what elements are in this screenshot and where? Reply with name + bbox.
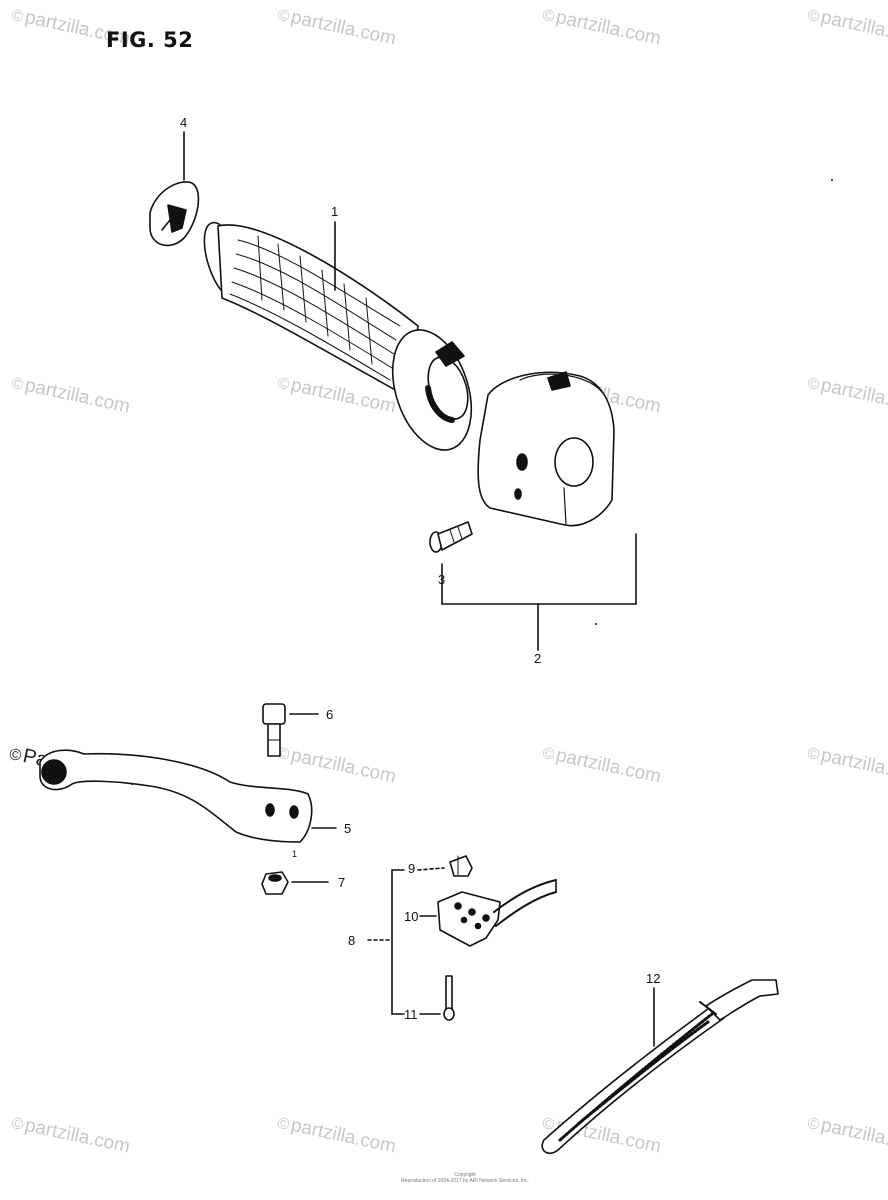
- callout-12: 12: [646, 971, 661, 986]
- callout-3: 3: [438, 572, 446, 587]
- callout-5: 5: [344, 821, 352, 836]
- part-10: [419, 879, 557, 947]
- switch-housing-part: [477, 371, 615, 527]
- callout-1: 1: [331, 204, 339, 219]
- grip-part: [203, 221, 473, 451]
- bolt-part: [262, 703, 319, 757]
- figure-title: FIG. 52: [106, 28, 194, 52]
- lever-part: [39, 749, 337, 843]
- callout-6: 6: [326, 707, 334, 722]
- cap-part: [149, 131, 200, 247]
- callout-8: 8: [348, 933, 356, 948]
- callout-tick: 1: [292, 849, 298, 859]
- band-part: [541, 979, 779, 1155]
- callout-4: 4: [180, 115, 188, 130]
- copyright-footer: Copyright Reproduction of 2004-2017 by A…: [401, 1172, 529, 1184]
- callout-11: 11: [404, 1007, 418, 1022]
- nut-part: [261, 871, 329, 895]
- screw-part: [429, 521, 473, 553]
- callout-2: 2: [534, 651, 542, 666]
- callout-7: 7: [338, 875, 346, 890]
- part-11: [419, 975, 455, 1021]
- part-9: [417, 855, 473, 877]
- callout-10: 10: [404, 909, 419, 924]
- callout-9: 9: [408, 861, 416, 876]
